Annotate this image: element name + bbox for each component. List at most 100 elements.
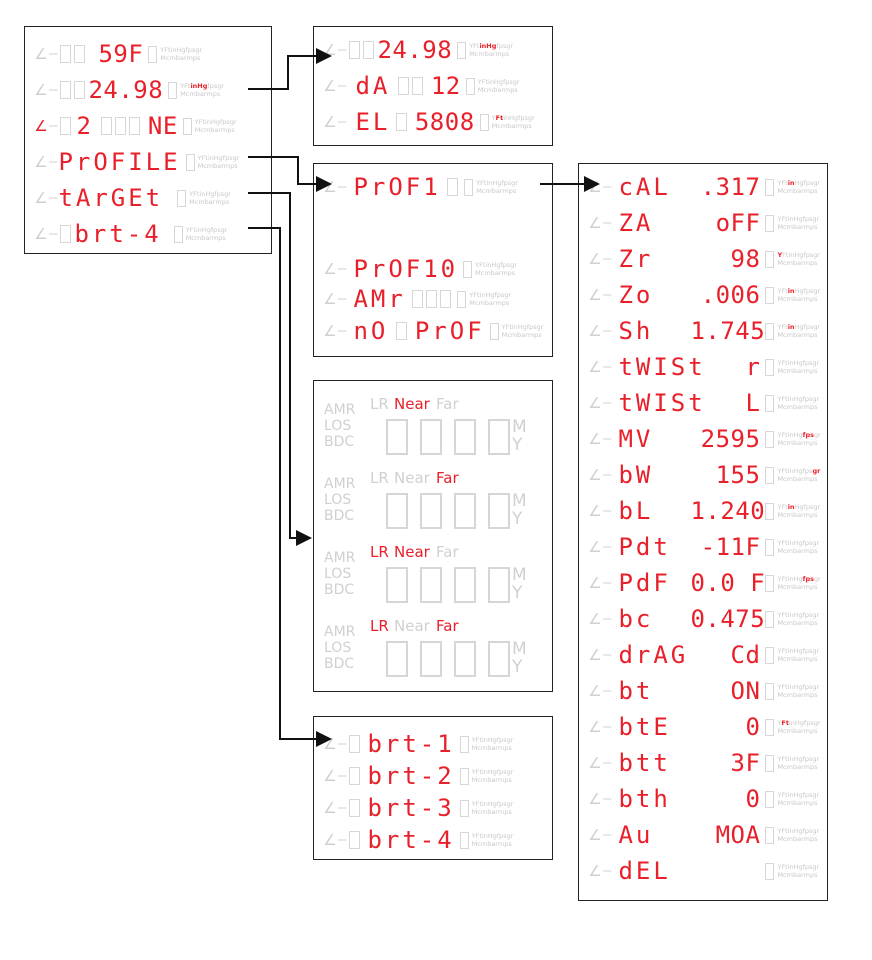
mode-near: Near	[394, 395, 430, 413]
display-value: oFF	[715, 209, 761, 237]
unit-line1: YFtinHgfpsgr	[777, 179, 821, 187]
pointer-icon: ∠	[323, 322, 337, 340]
label-bdc: BDC	[324, 434, 355, 450]
dash-segment: —	[338, 78, 347, 94]
blank-digit	[59, 225, 71, 243]
unit-line2: Mcmbarmps	[777, 619, 818, 627]
unit-box	[457, 290, 467, 308]
digit-segment	[420, 493, 442, 529]
unit-box	[765, 214, 775, 232]
display-value: 1.240	[690, 497, 766, 525]
blank-digit	[446, 178, 458, 196]
mode-far: Far	[436, 395, 459, 413]
pointer-icon: ∠	[588, 682, 602, 700]
blank-digit	[59, 117, 71, 135]
display-value: 1.745	[690, 317, 766, 345]
unit-line2: Mcmbarmps	[777, 511, 818, 519]
unit-line1: YFtinHgfpsgr	[777, 359, 820, 367]
digit-segment	[454, 641, 476, 677]
dash-segment: —	[49, 118, 58, 134]
dash-segment: —	[603, 791, 612, 807]
pointer-icon: ∠	[588, 862, 602, 880]
label-bdc: BDC	[324, 508, 355, 524]
pointer-icon: ∠	[588, 466, 602, 484]
dash-segment: —	[338, 179, 347, 195]
unit-line2: Mcmbarmps	[777, 331, 818, 339]
dash-segment: —	[338, 768, 347, 784]
unit-line2: Mcmbarmps	[777, 295, 818, 303]
pointer-icon: ∠	[588, 538, 602, 556]
dash-segment: —	[603, 359, 612, 375]
unit-line2: Mcmbarmps	[777, 187, 818, 195]
blank-digit	[412, 77, 424, 95]
digit-segment	[420, 567, 442, 603]
mode-far: Far	[436, 617, 459, 635]
dash-segment: —	[49, 226, 58, 242]
display-text: brt-1	[367, 730, 455, 758]
label-amr: AMR	[324, 402, 356, 418]
unit-line1: YFtinHgfpsgr	[471, 832, 514, 840]
blank-digit	[348, 799, 360, 817]
digit-segment	[420, 641, 442, 677]
display-value: 0.0 F	[690, 569, 766, 597]
unit-box	[765, 574, 775, 592]
unit-m: M	[512, 639, 527, 659]
pointer-icon: ∠	[588, 250, 602, 268]
display-text: btt	[618, 749, 671, 777]
pointer-icon: ∠	[588, 610, 602, 628]
unit-box	[457, 41, 467, 59]
mode-near: Near	[394, 543, 430, 561]
unit-line1: YFtinHgfpsgr	[777, 683, 820, 691]
display-value: .317	[700, 173, 761, 201]
display-text: bL	[618, 497, 654, 525]
unit-line1: YFtinHgfpsgr	[777, 503, 821, 511]
pointer-icon: ∠	[588, 214, 602, 232]
unit-box	[459, 767, 469, 785]
unit-line1: YFtinHgfpsgr	[777, 539, 820, 547]
unit-line2: Mcmbarmps	[471, 808, 512, 816]
blank-digit	[129, 117, 141, 135]
display-text: cAL	[618, 173, 671, 201]
unit-line1: YFtinHgfpsgr	[777, 755, 820, 763]
